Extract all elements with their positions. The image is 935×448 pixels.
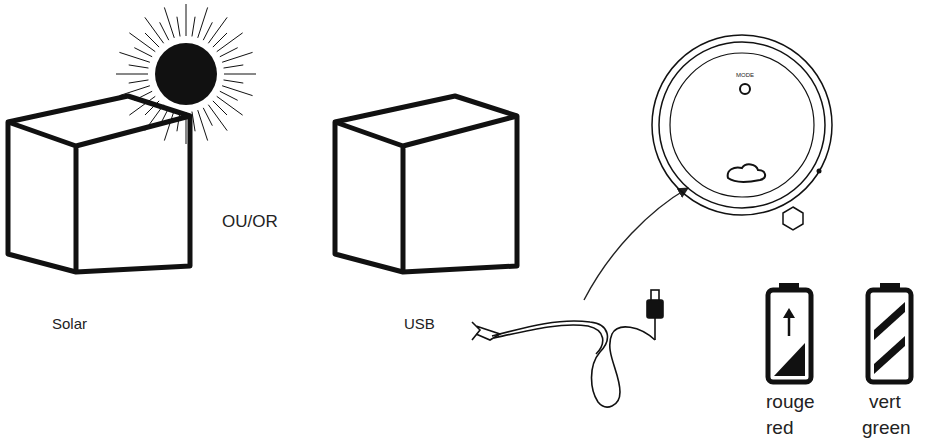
solar-cube <box>8 96 190 272</box>
caption-label: USB <box>404 316 435 333</box>
or-label: OU/OR <box>222 213 278 232</box>
battery-full-icon <box>868 283 911 382</box>
sun-icon <box>116 4 256 144</box>
status-label: rouge <box>766 392 815 413</box>
leader-arrow <box>584 188 688 300</box>
usb-cable <box>472 290 663 407</box>
status-label: red <box>766 418 793 439</box>
status-label: vert <box>869 392 901 413</box>
caption-label: Solar <box>52 316 87 333</box>
status-label: green <box>862 418 911 439</box>
device-base <box>652 35 832 230</box>
usb-cube <box>335 96 517 272</box>
button-label: MODE <box>736 72 754 79</box>
battery-charging-icon <box>768 283 811 382</box>
